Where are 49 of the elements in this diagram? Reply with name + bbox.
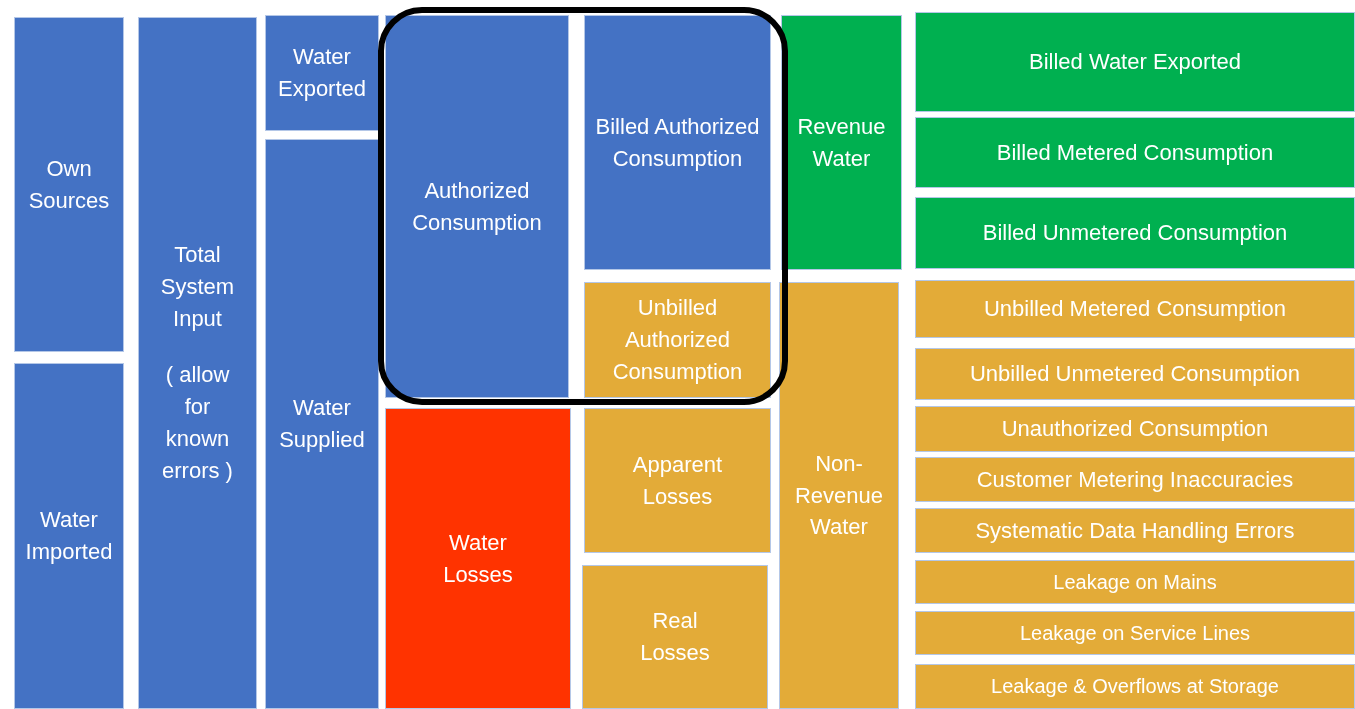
box-label: Unauthorized Consumption (1001, 415, 1269, 444)
box-label: Water Losses (442, 528, 514, 589)
category-box (385, 15, 569, 398)
box-label: Water Exported (276, 43, 368, 103)
category-box (915, 117, 1355, 188)
category-box (781, 15, 902, 270)
box-label: Own Sources (27, 154, 111, 215)
category-box (915, 611, 1355, 655)
box-label: Real Losses (639, 607, 711, 667)
category-box (915, 560, 1355, 604)
category-box (265, 139, 379, 709)
category-box (779, 282, 899, 709)
box-label: Billed Water Exported (1029, 48, 1241, 77)
category-box (584, 408, 771, 553)
box-label: Non-Revenue Water (793, 449, 885, 542)
category-box (582, 565, 768, 709)
box-label: Revenue Water (796, 112, 887, 173)
box-label: Leakage on Service Lines (1019, 620, 1251, 646)
box-label: Billed Unmetered Consumption (982, 219, 1288, 248)
box-label: Total System Input (159, 241, 236, 334)
category-box (915, 12, 1355, 112)
box-label: Authorized Consumption (411, 176, 543, 237)
box-label: Water Imported (24, 506, 114, 566)
box-label: Customer Metering Inaccuracies (976, 465, 1294, 494)
category-box (915, 197, 1355, 269)
category-box (138, 17, 257, 709)
category-box (584, 15, 771, 270)
box-label: ( allow for known errors ) (161, 361, 234, 485)
box-label: Unbilled Authorized Consumption (611, 294, 744, 386)
category-box (915, 457, 1355, 502)
category-box (915, 280, 1355, 338)
box-label: Unbilled Unmetered Consumption (969, 360, 1301, 389)
category-box (265, 15, 379, 131)
box-label: Unbilled Metered Consumption (983, 295, 1287, 324)
category-box (584, 282, 771, 398)
category-box (915, 406, 1355, 452)
box-label: Leakage on Mains (1053, 569, 1217, 595)
box-label: Systematic Data Handling Errors (975, 516, 1295, 545)
category-box (385, 408, 571, 709)
box-label: Water Supplied (278, 394, 366, 454)
category-box (14, 17, 124, 352)
box-label: Leakage & Overflows at Storage (991, 674, 1279, 699)
category-box (915, 348, 1355, 400)
box-label: Billed Metered Consumption (996, 138, 1274, 167)
box-label: Apparent Losses (631, 450, 724, 511)
category-box (915, 508, 1355, 553)
category-box (14, 363, 124, 709)
box-label: Billed Authorized Consumption (594, 112, 761, 173)
category-box (915, 664, 1355, 709)
